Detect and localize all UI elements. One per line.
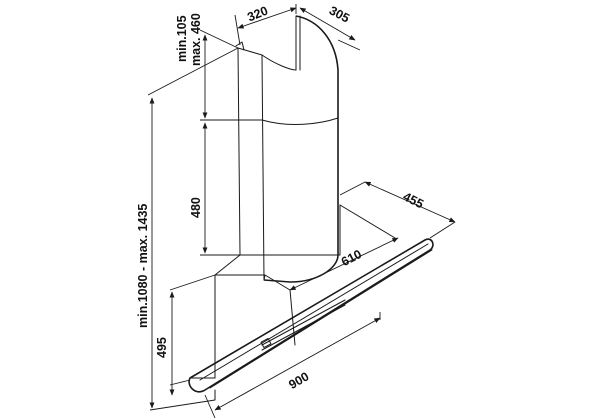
label-canopy-depth: 455 bbox=[401, 189, 426, 211]
hood-body bbox=[188, 204, 434, 401]
dimension-lines bbox=[149, 7, 456, 411]
dim-305-line bbox=[299, 7, 356, 41]
label-chimney-top-max: max. 460 bbox=[189, 13, 203, 66]
control-strip bbox=[261, 299, 346, 346]
label-chimney-width: 320 bbox=[245, 4, 270, 25]
label-chimney-depth: 305 bbox=[327, 3, 352, 25]
label-chimney-lower: 480 bbox=[189, 197, 203, 218]
dim-320-line bbox=[237, 7, 297, 29]
dim-900-line bbox=[214, 317, 381, 411]
label-canopy-inner: 610 bbox=[339, 247, 364, 269]
dimension-labels: 320 305 min.105 max. 460 480 min.1080 - … bbox=[136, 3, 426, 392]
chimney-inner-edge bbox=[261, 54, 265, 281]
extension-lines bbox=[147, 4, 456, 419]
label-canopy-height: 495 bbox=[155, 337, 169, 358]
chimney-left-edge bbox=[237, 47, 241, 256]
chimney-seam bbox=[261, 117, 339, 125]
glass-panel bbox=[188, 238, 434, 393]
chimney-front-curve bbox=[263, 15, 339, 283]
label-canopy-width: 900 bbox=[286, 369, 311, 392]
dim-610-line bbox=[289, 237, 399, 291]
label-chimney-top-min: min.105 bbox=[175, 15, 189, 62]
chimney-top-cut bbox=[261, 54, 297, 71]
chimney-top-edge bbox=[237, 47, 263, 56]
dim-455-line bbox=[364, 181, 456, 223]
chimney bbox=[235, 15, 339, 283]
label-total-height: min.1080 - max. 1435 bbox=[136, 204, 150, 328]
